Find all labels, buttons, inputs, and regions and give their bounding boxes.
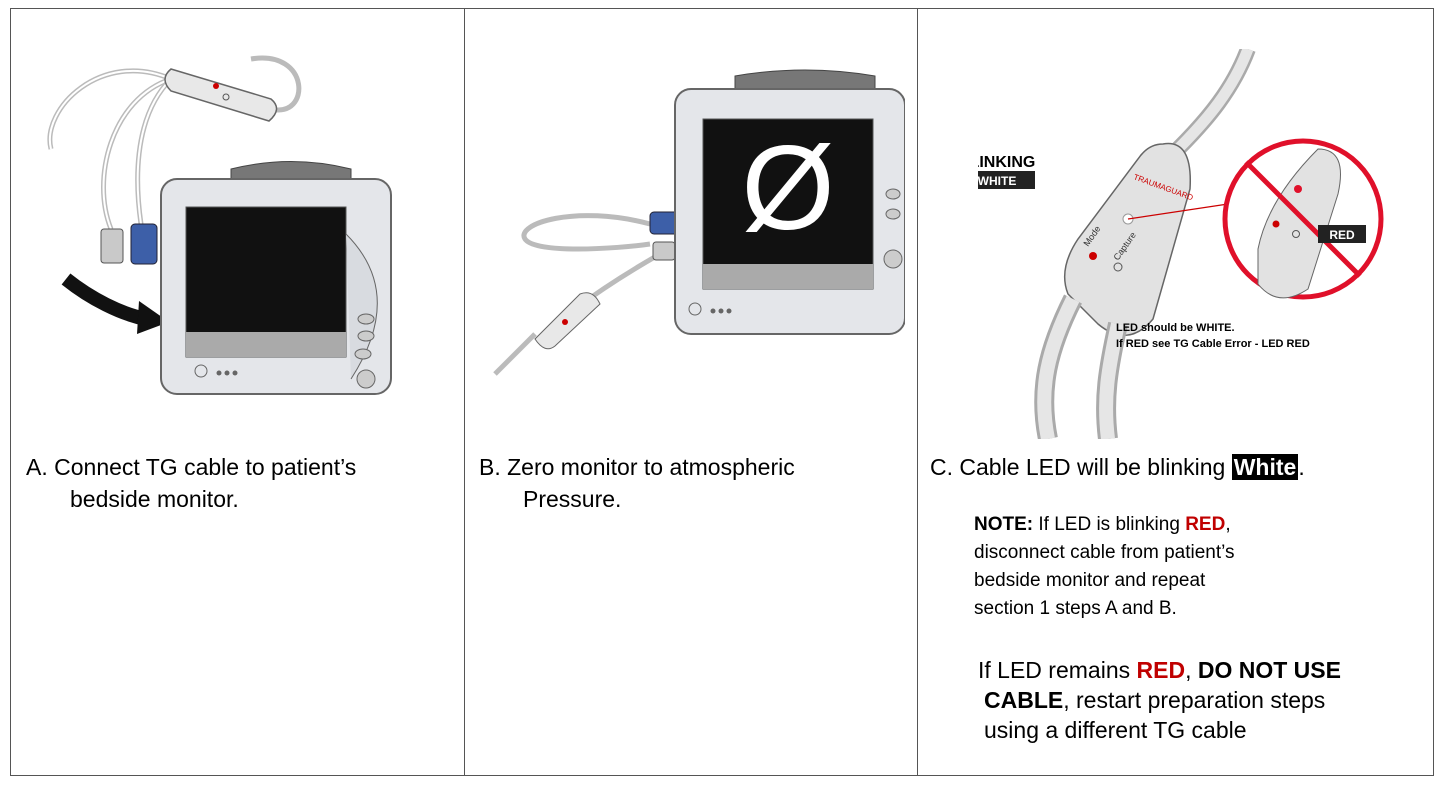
- do-not-use-warning: If LED remains RED, DO NOT USE CABLE, re…: [978, 655, 1341, 745]
- instruction-table: A. Connect TG cable to patient’s bedside…: [10, 8, 1434, 776]
- caption-line: Pressure.: [523, 486, 622, 512]
- cable-led-illustration: Mode Capture TRAUMAGUARD BLINKING WHITE …: [978, 49, 1384, 439]
- note-line: section 1 steps A and B.: [974, 598, 1177, 619]
- led-red-note: NOTE: If LED is blinking RED, disconnect…: [974, 511, 1235, 623]
- panel-a: A. Connect TG cable to patient’s bedside…: [11, 9, 464, 775]
- panel-c-caption: C. Cable LED will be blinking White.: [930, 451, 1305, 483]
- panel-c: Mode Capture TRAUMAGUARD BLINKING WHITE …: [918, 9, 1433, 775]
- note-label: NOTE:: [974, 514, 1034, 535]
- zero-symbol: Ø: [741, 121, 834, 255]
- red-label: RED: [1329, 228, 1355, 242]
- white-label: WHITE: [978, 174, 1016, 188]
- note-text: If LED is blinking: [1033, 514, 1186, 535]
- note-line: disconnect cable from patient’s: [974, 542, 1235, 563]
- caption-line: bedside monitor.: [70, 486, 239, 512]
- column-divider: [917, 9, 918, 775]
- column-divider: [464, 9, 465, 775]
- warning-bold: DO NOT USE: [1197, 657, 1341, 683]
- led-note-line: LED should be WHITE.: [1116, 322, 1235, 334]
- caption-line: A. Connect TG cable to patient’s: [26, 454, 357, 480]
- note-line: bedside monitor and repeat: [974, 570, 1206, 591]
- warning-bold: CABLE: [984, 687, 1064, 713]
- blinking-label: BLINKING: [978, 154, 1035, 171]
- panel-b: Ø B. Zero monitor to atmospheric Pressur…: [465, 9, 917, 775]
- note-text: ,: [1225, 514, 1231, 535]
- caption-text: C. Cable LED will be blinking: [930, 454, 1232, 480]
- warning-text: If LED remains: [978, 657, 1137, 683]
- note-red-word: RED: [1185, 514, 1226, 535]
- warning-text: , restart preparation steps: [1063, 687, 1326, 713]
- warning-line: using a different TG cable: [984, 717, 1247, 743]
- panel-b-caption: B. Zero monitor to atmospheric Pressure.: [479, 451, 795, 515]
- panel-a-caption: A. Connect TG cable to patient’s bedside…: [26, 451, 356, 515]
- warning-text: ,: [1185, 657, 1198, 683]
- warning-red-word: RED: [1136, 657, 1186, 683]
- monitor-connect-illustration: [47, 55, 392, 395]
- monitor-zero-illustration: Ø: [493, 69, 905, 376]
- caption-line: B. Zero monitor to atmospheric: [479, 454, 795, 480]
- caption-suffix: .: [1298, 454, 1305, 480]
- led-note-line: If RED see TG Cable Error - LED RED: [1116, 338, 1310, 350]
- white-highlight: White: [1231, 454, 1299, 480]
